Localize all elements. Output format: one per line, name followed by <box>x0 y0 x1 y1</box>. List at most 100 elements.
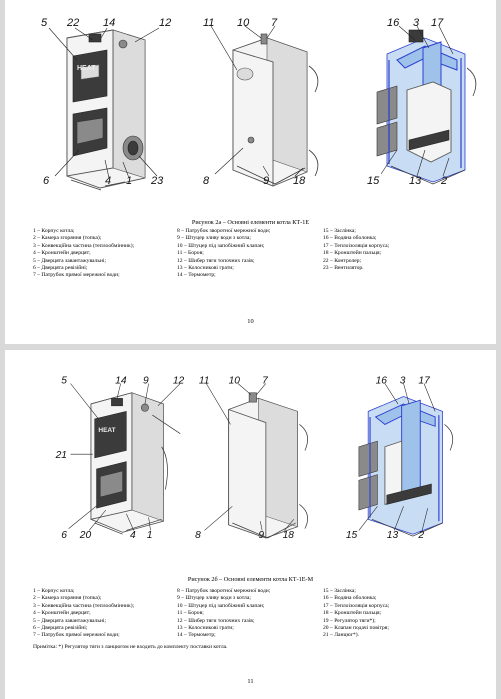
callout-label: 3 <box>413 17 420 29</box>
legend-item: 8 – Патрубок зворотної мережної води; <box>177 588 271 594</box>
legend-item: 9 – Штуцер зливу води з котла; <box>177 235 251 242</box>
legend-column-2: 8 – Патрубок зворотної мережної води; 9 … <box>177 588 270 640</box>
legend-item: 1 – Корпус котла; <box>33 228 75 234</box>
callout-label: 20 <box>79 530 92 541</box>
legend-item: 13 – Колосникові грати; <box>177 265 234 272</box>
callout-label: 7 <box>262 375 268 386</box>
callout-label: 15 <box>367 175 380 187</box>
callout-label: 23 <box>150 175 164 187</box>
legend-item: 13 – Колосникові грати; <box>177 625 234 632</box>
legend-item: 14 – Термометр; <box>177 632 216 639</box>
legend-item: 18 – Кронштейн пальця; <box>323 610 382 617</box>
callout-label: 4 <box>105 175 111 187</box>
legend-item: 10 – Штуцер під запобіжний клапан; <box>177 602 265 609</box>
boiler-front-view <box>66 29 146 191</box>
legend-column-2: 8 – Патрубок зворотної мережної води; 9 … <box>177 228 270 280</box>
callout-label: 2 <box>417 530 424 541</box>
legend-item: 10 – Штуцер під запобіжний клапан; <box>177 242 265 249</box>
boiler-cutaway-view <box>358 396 454 537</box>
legend-item: 12 – Шибер тяги топочних газів; <box>177 257 255 264</box>
legend-item: 3 – Конвекційна частина (теплообмінник); <box>33 602 135 609</box>
callout-label: 13 <box>409 175 422 187</box>
boiler-rear-view <box>228 392 308 539</box>
legend-item: 4 – Кронштейн дверцят; <box>33 610 91 617</box>
legend-item: 7 – Патрубок прямої мережної води; <box>33 272 120 279</box>
legend-item: 12 – Шибер тяги топочних газів; <box>177 617 255 624</box>
legend-column-3: 15 – Заслінка; 16 – Водяна оболонка; 17 … <box>323 588 389 640</box>
legend-item: 6 – Дверцята ревізійні; <box>33 265 88 272</box>
legend-item: 14 – Термометр; <box>177 272 216 279</box>
callout-label: 12 <box>159 17 171 29</box>
callout-label: 16 <box>376 375 388 386</box>
callouts: 5 22 14 12 6 4 1 23 11 10 7 8 9 <box>41 17 454 187</box>
callout-label: 16 <box>387 17 400 29</box>
callout-label: 22 <box>66 17 79 29</box>
legend-item: 1 – Корпус котла; <box>33 588 75 594</box>
callout-label: 21 <box>55 450 67 461</box>
callout-label: 8 <box>203 175 210 187</box>
legend-item: 4 – Кронштейн дверцят; <box>33 250 91 257</box>
legend-item: 23 – Вентилятор. <box>323 265 364 272</box>
boiler-badge: HEAT <box>77 65 96 72</box>
legend-item: 9 – Штуцер зливу води з котла; <box>177 595 251 602</box>
boiler-front-view <box>90 392 181 535</box>
figure-caption: Рисунок 2а – Основні елементи котла КТ-1… <box>191 219 310 226</box>
footnote: Примітка: *) Регулятор тяги з ланцюгом н… <box>33 644 228 650</box>
legend-item: 20 – Клапан подачі повітря; <box>323 625 389 632</box>
callout-label: 11 <box>203 17 214 29</box>
callout-label: 1 <box>147 530 153 541</box>
document-page-10: 5 22 14 12 6 4 1 23 11 10 7 8 9 <box>5 0 496 344</box>
legend-item: 21 – Ланцюг*). <box>323 632 359 639</box>
callout-label: 7 <box>271 17 278 29</box>
callout-label: 2 <box>440 175 447 187</box>
callout-label: 10 <box>237 17 250 29</box>
callout-label: 9 <box>258 530 264 541</box>
callout-label: 6 <box>61 530 67 541</box>
legend-item: 2 – Камера згоряння (топка); <box>33 235 102 242</box>
callout-label: 14 <box>115 375 127 386</box>
legend-item: 17 – Теплоізоляція корпуса; <box>323 242 390 249</box>
boiler-figure-2b: 5 14 9 12 21 6 20 4 1 11 10 7 8 <box>55 375 454 541</box>
figure-caption: Рисунок 2б – Основні елементи котла КТ-1… <box>187 576 314 583</box>
callout-label: 17 <box>431 17 444 29</box>
callout-label: 3 <box>400 375 406 386</box>
legend-column-3: 15 – Заслінка; 16 – Водяна оболонка; 17 … <box>323 228 389 272</box>
legend-item: 5 – Дверцята завантажувальні; <box>33 617 106 624</box>
callout-label: 13 <box>387 530 399 541</box>
legend-column-1: 1 – Корпус котла; 2 – Камера згоряння (т… <box>33 228 134 280</box>
legend-item: 11 – Боров; <box>177 610 204 617</box>
legend-item: 15 – Заслінка; <box>323 588 356 594</box>
legend-item: 6 – Дверцята ревізійні; <box>33 625 88 632</box>
legend-item: 11 – Боров; <box>177 250 204 257</box>
legend-item: 15 – Заслінка; <box>323 228 356 234</box>
callout-label: 5 <box>61 375 67 386</box>
legend-item: 16 – Водяна оболонка; <box>323 235 377 242</box>
callout-label: 15 <box>346 530 358 541</box>
boiler-cutaway-view <box>376 29 477 185</box>
document-page-11: 5 14 9 12 21 6 20 4 1 11 10 7 8 <box>5 350 496 699</box>
boiler-rear-view <box>232 33 319 187</box>
legend-item: 19 – Регулятор тяги*); <box>323 617 376 624</box>
callout-label: 9 <box>143 375 149 386</box>
legend-item: 22 – Контролер; <box>323 257 362 264</box>
callout-label: 12 <box>173 375 185 386</box>
legend-item: 3 – Конвекційна частина (теплообмінник); <box>33 242 135 249</box>
callout-label: 17 <box>418 375 430 386</box>
callout-label: 8 <box>195 530 201 541</box>
callout-label: 5 <box>41 17 48 29</box>
boiler-figure-2a: 5 22 14 12 6 4 1 23 11 10 7 8 9 <box>41 17 477 191</box>
legend-item: 5 – Дверцята завантажувальні; <box>33 257 106 264</box>
callout-label: 18 <box>293 175 306 187</box>
legend-item: 7 – Патрубок прямої мережної води; <box>33 632 120 639</box>
page-number: 10 <box>247 318 254 325</box>
legend-column-1: 1 – Корпус котла; 2 – Камера згоряння (т… <box>33 588 134 640</box>
legend-item: 17 – Теплоізоляція корпуса; <box>323 602 390 609</box>
callout-label: 1 <box>126 175 132 187</box>
legend-item: 2 – Камера згоряння (топка); <box>33 595 102 602</box>
callouts: 5 14 9 12 21 6 20 4 1 11 10 7 8 <box>55 375 436 541</box>
callout-label: 9 <box>263 175 269 187</box>
boiler-badge: HEAT <box>98 427 115 434</box>
page-number: 11 <box>247 678 254 685</box>
legend-item: 18 – Кронштейн пальця; <box>323 250 382 257</box>
callout-label: 6 <box>43 175 50 187</box>
